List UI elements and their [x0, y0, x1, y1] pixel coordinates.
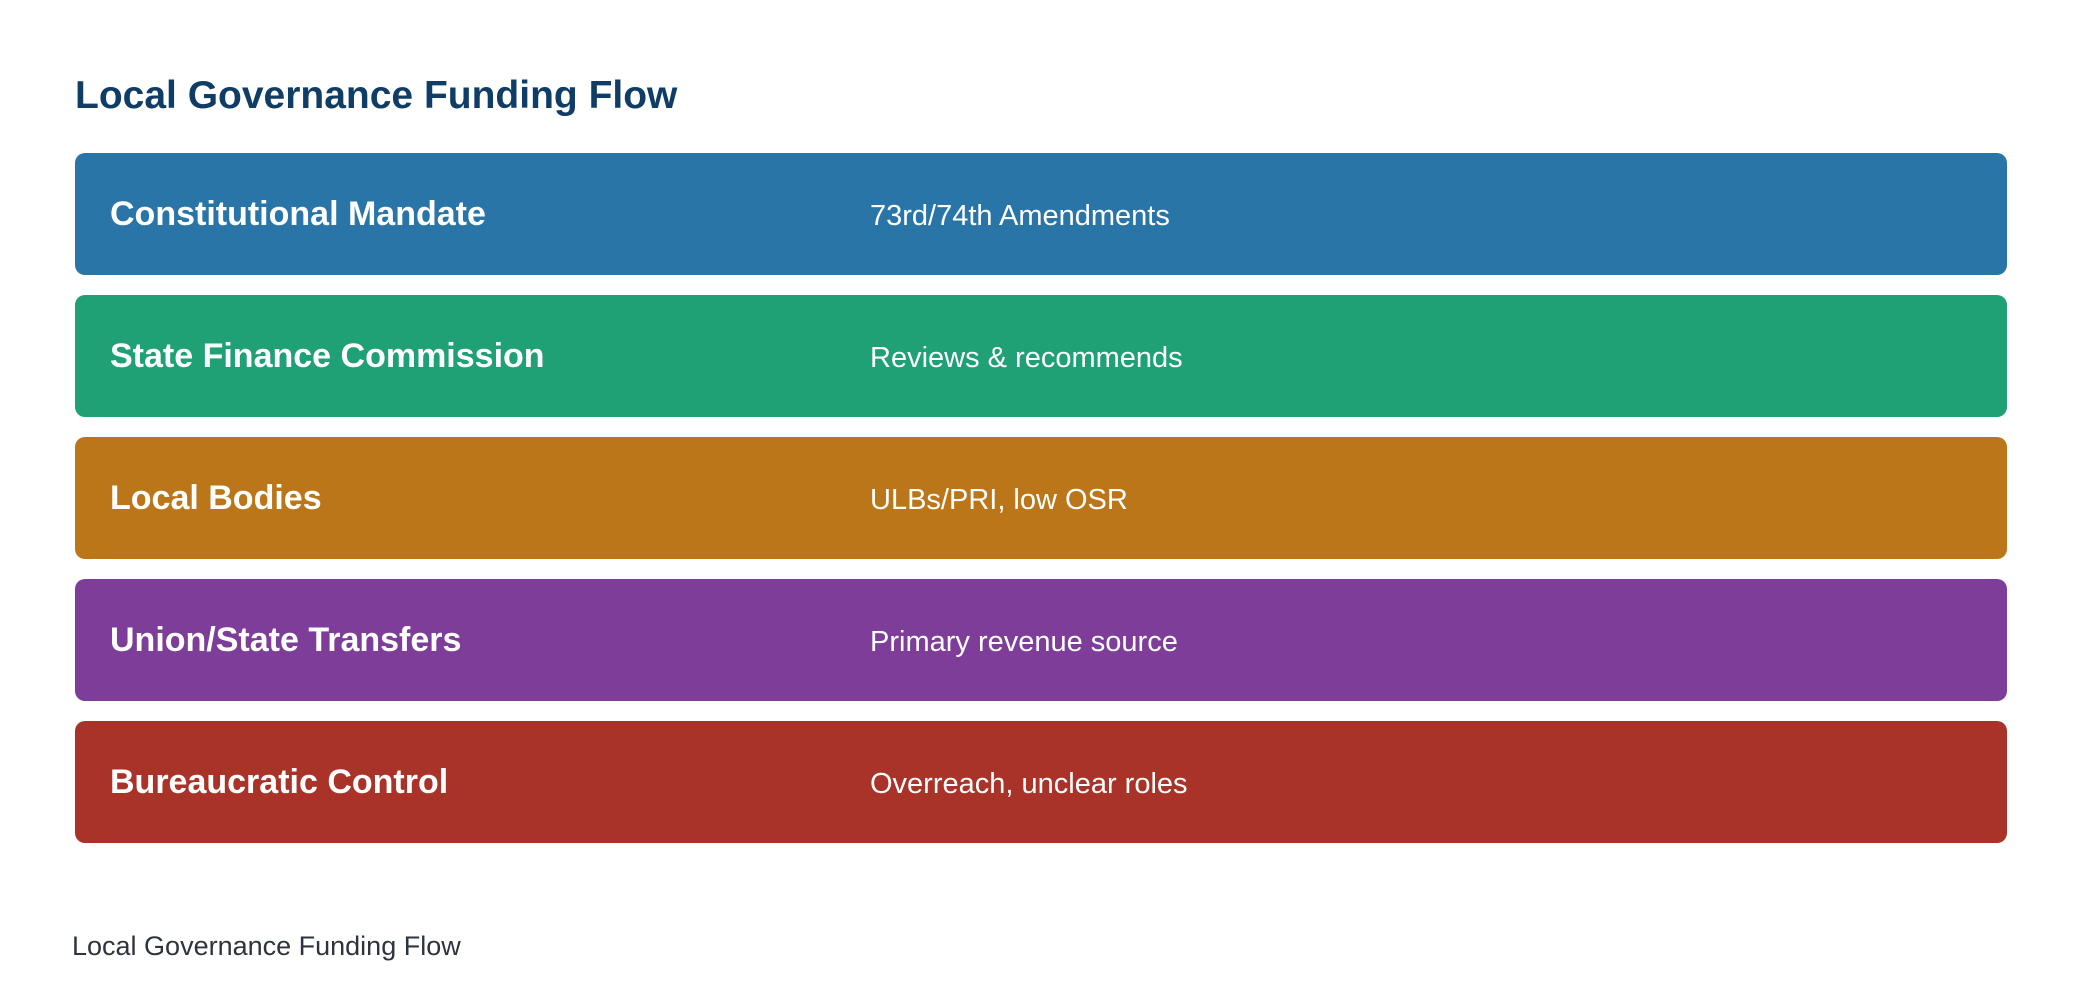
- flow-row-union-state-transfers: Union/State Transfers Primary revenue so…: [75, 579, 2007, 701]
- flow-row-bureaucratic-control: Bureaucratic Control Overreach, unclear …: [75, 721, 2007, 843]
- flow-row-label: Constitutional Mandate: [110, 195, 486, 233]
- page-title: Local Governance Funding Flow: [75, 74, 678, 117]
- flow-row-description: ULBs/PRI, low OSR: [870, 484, 1128, 516]
- flow-row-local-bodies: Local Bodies ULBs/PRI, low OSR: [75, 437, 2007, 559]
- flow-row-description: Reviews & recommends: [870, 342, 1183, 374]
- flow-row-label: Union/State Transfers: [110, 621, 462, 659]
- flow-row-label: Local Bodies: [110, 479, 322, 517]
- footer-caption: Local Governance Funding Flow: [72, 931, 461, 961]
- flow-row-description: 73rd/74th Amendments: [870, 200, 1170, 232]
- flow-row-constitutional-mandate: Constitutional Mandate 73rd/74th Amendme…: [75, 153, 2007, 275]
- flow-row-label: State Finance Commission: [110, 337, 545, 375]
- flow-row-description: Overreach, unclear roles: [870, 768, 1188, 800]
- flow-row-description: Primary revenue source: [870, 626, 1178, 658]
- funding-flow-diagram: Constitutional Mandate 73rd/74th Amendme…: [75, 153, 2007, 863]
- flow-row-label: Bureaucratic Control: [110, 763, 449, 801]
- flow-row-state-finance-commission: State Finance Commission Reviews & recom…: [75, 295, 2007, 417]
